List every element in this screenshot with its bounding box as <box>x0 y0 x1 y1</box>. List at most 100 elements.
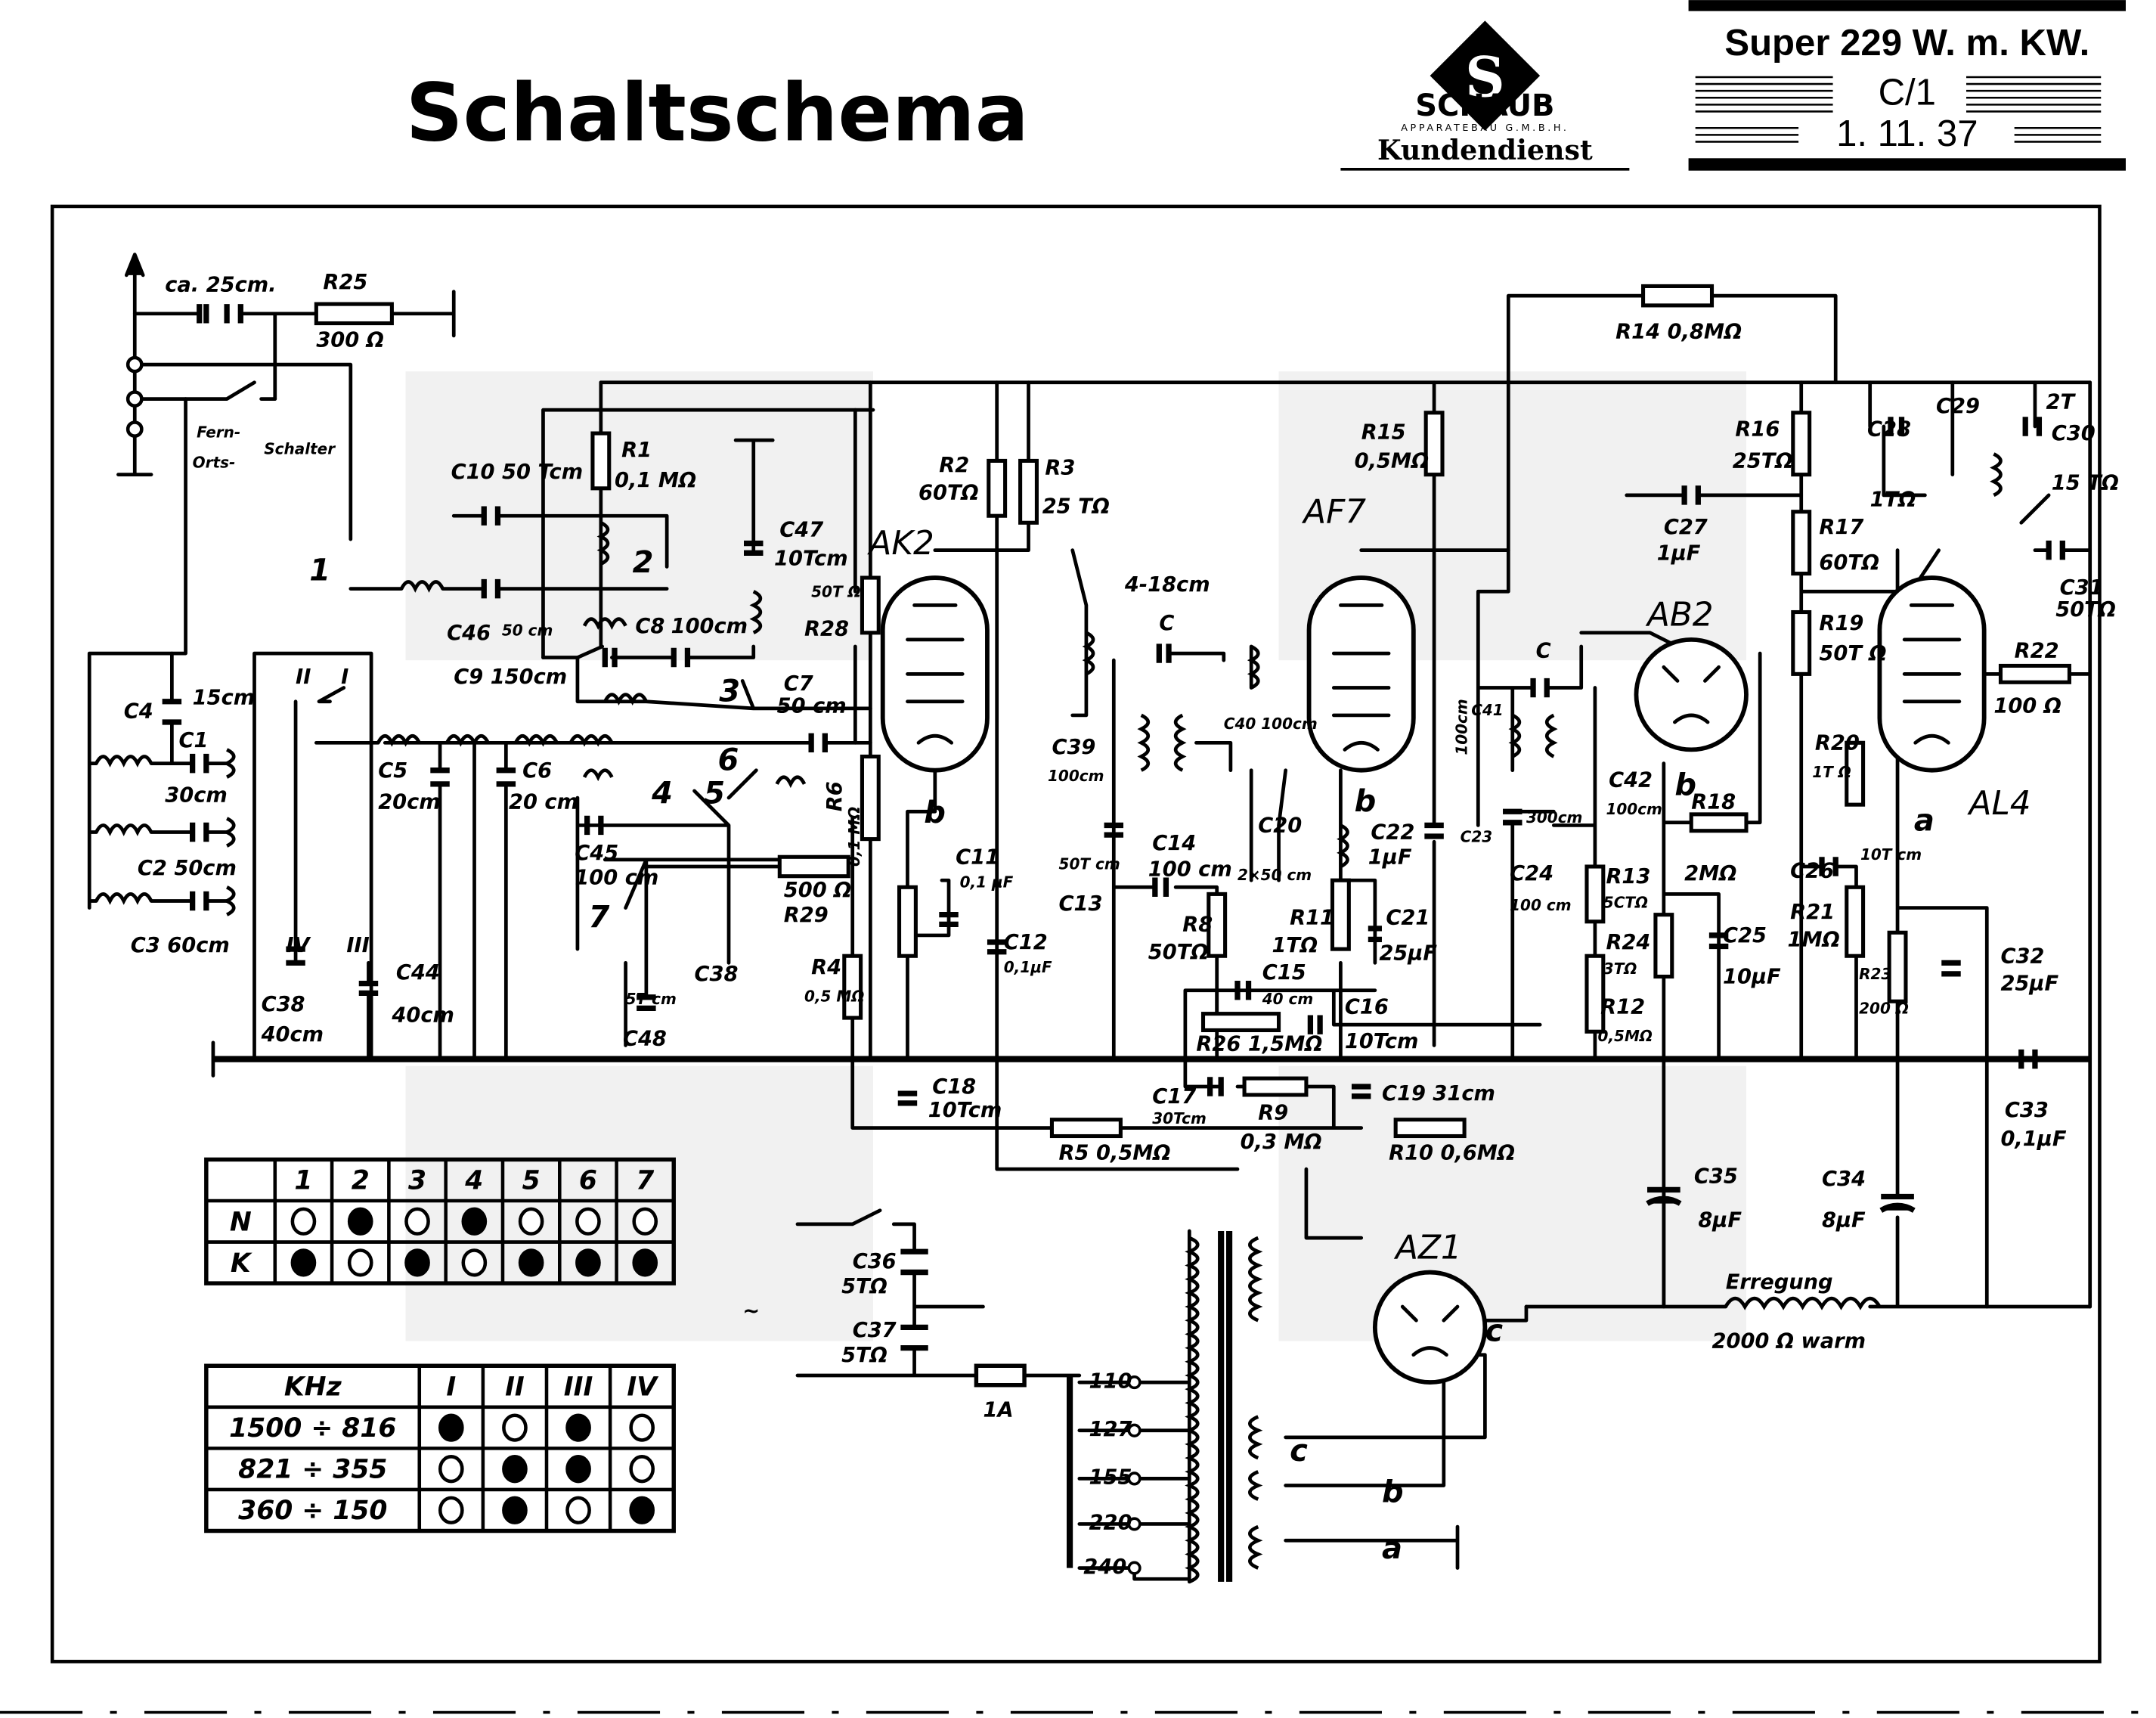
capacitor <box>602 647 691 668</box>
component-labels-label: 8μF <box>1822 1209 1866 1233</box>
component-labels-label: 5CTΩ <box>1603 894 1648 912</box>
component-labels-label: 40 cm <box>1262 990 1314 1008</box>
component-labels-label: 10μF <box>1723 966 1781 989</box>
open-dot-icon <box>438 1496 464 1524</box>
component-labels-label: R25 <box>323 271 367 294</box>
component-labels-label: 1A <box>983 1399 1013 1422</box>
sheet-number: C/1 <box>1879 72 1936 113</box>
resistor <box>1653 913 1674 979</box>
coil <box>1508 713 1558 758</box>
coil <box>1185 1236 1200 1584</box>
wire <box>1625 380 2092 553</box>
component-labels-label: 2 <box>633 545 654 580</box>
watermark <box>405 371 1746 1341</box>
component-labels-label: R1 <box>621 439 652 462</box>
component-labels-label: 15 TΩ <box>2052 472 2119 495</box>
component-labels-label: C15 <box>1262 961 1306 985</box>
tube-ab2 <box>1634 637 1749 752</box>
coil <box>582 617 648 706</box>
component-labels-label: C9 150cm <box>454 665 567 689</box>
component-labels-label: C11 <box>956 845 999 869</box>
fuse-icon <box>974 1363 1027 1388</box>
wire <box>252 651 373 1062</box>
wire <box>1978 380 2092 1309</box>
component-labels-label: C28 <box>1867 418 1911 442</box>
component-labels-label: C45 <box>575 842 618 865</box>
component-labels-label: 100 cm <box>575 867 658 890</box>
switch_table-column-header: 1 <box>294 1166 312 1196</box>
resistor <box>1207 892 1228 958</box>
component-labels-label: 1μF <box>1368 845 1412 869</box>
tube-az1: AZ1 <box>1372 1228 1488 1385</box>
component-labels-label: R4 <box>811 956 841 979</box>
component-labels-label: 3 <box>719 674 740 709</box>
capacitor <box>897 912 1007 1106</box>
component-labels-label: 1μF <box>1657 541 1701 565</box>
component-labels-label: c <box>1290 1434 1308 1468</box>
component-labels-label: 100cm <box>1048 767 1104 785</box>
component-labels-label: IV <box>286 934 311 957</box>
component-labels-label: b <box>924 795 946 830</box>
component-labels-label: C33 <box>2005 1099 2049 1122</box>
open-dot-icon <box>290 1207 317 1236</box>
component-labels-label: 155 <box>1089 1466 1132 1490</box>
component-labels-label: C18 <box>932 1075 976 1099</box>
logo-sub: APPARATEBAU G.M.B.H. <box>1401 122 1569 134</box>
component-labels-label: 4-18cm <box>1124 573 1210 597</box>
component-labels-label: b <box>1355 784 1377 819</box>
watermark <box>405 1065 873 1341</box>
component-labels-label: 25μF <box>1379 942 1437 966</box>
band_table-header: KHz <box>284 1372 342 1403</box>
resistor <box>1242 1076 1309 1097</box>
filled-dot-icon <box>575 1248 601 1277</box>
open-dot-icon <box>502 1413 528 1442</box>
switch-position-table <box>204 1157 676 1285</box>
component-labels-label: 1 <box>309 554 330 588</box>
tube-ab2: AB2 <box>1634 596 1749 752</box>
resistor <box>1641 284 1715 308</box>
wire <box>1070 548 1233 1062</box>
component-labels-label: 40cm <box>391 1004 454 1028</box>
component-labels-label: 100cm <box>671 615 748 638</box>
logo-brand: SCHAUB <box>1415 88 1554 123</box>
component-labels-label: C29 <box>1936 395 1980 418</box>
capacitor <box>1234 822 1444 1034</box>
tube-ak2: AK2 <box>867 524 990 773</box>
antenna-socket <box>125 420 144 438</box>
filled-dot-icon <box>629 1496 655 1524</box>
open-dot-icon <box>632 1207 658 1236</box>
resistor <box>1998 663 2071 684</box>
component-labels-label: C40 100cm <box>1224 715 1318 733</box>
tube-al4: AL4 <box>1877 575 2031 823</box>
tap-terminal <box>1127 1375 1142 1390</box>
coil <box>94 823 153 836</box>
wire <box>141 380 277 401</box>
component-labels-label: a <box>1382 1531 1402 1566</box>
component-labels-label: 0,5 MΩ <box>804 987 864 1005</box>
resistor <box>1049 1118 1123 1139</box>
capacitor <box>1646 1186 1916 1213</box>
tube-af7 <box>1306 575 1416 773</box>
capacitor <box>1681 417 2065 560</box>
component-labels-label: C16 <box>1345 996 1389 1019</box>
title-block <box>1688 0 2126 11</box>
tube-label-af7: AF7 <box>1301 492 1366 531</box>
open-dot-icon <box>347 1248 373 1277</box>
coil <box>94 452 2003 1584</box>
component-labels-label: 25TΩ <box>1733 450 1793 473</box>
component-labels-label: C22 <box>1371 821 1414 845</box>
component-labels-label: 110 <box>1089 1369 1132 1393</box>
band_table-column-header: I <box>446 1372 456 1403</box>
resistor <box>1791 510 1812 576</box>
coil <box>1247 644 1349 869</box>
component-labels-label: 1T Ω <box>1812 763 1851 781</box>
component-labels-label: 10Tcm <box>1345 1030 1419 1053</box>
filled-dot-icon <box>565 1413 591 1442</box>
wire <box>348 380 875 659</box>
component-labels-label: C37 <box>853 1319 897 1342</box>
resistor <box>1018 458 1039 525</box>
component-labels-label: C27 <box>1664 516 1708 539</box>
tube-af7 <box>1331 603 1391 752</box>
component-labels-label: R8 <box>1182 913 1213 936</box>
